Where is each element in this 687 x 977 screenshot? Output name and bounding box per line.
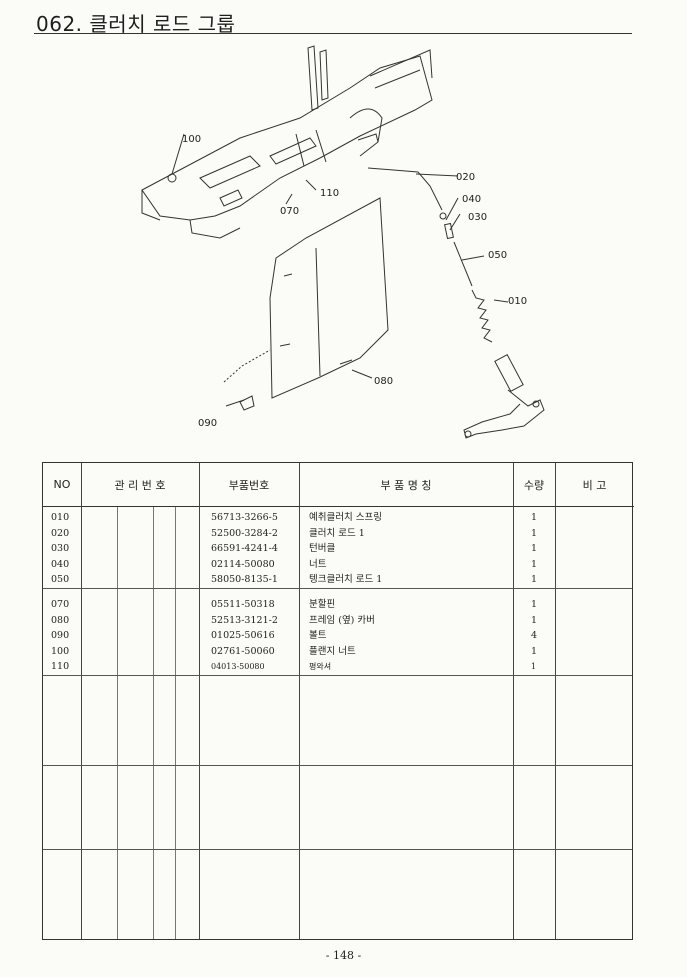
clutch-rod-exploded-view: 100 110 070 020 040 030 050 010 080 090 [141,45,545,439]
row-no: 040 [51,558,70,570]
col-divider [117,507,118,939]
col-divider [81,463,82,939]
row-part-name: 프레임 (옆) 카버 [309,614,375,626]
callout-030: 030 [468,212,487,223]
row-part-no: 04013-50080 [211,662,265,671]
col-divider [175,507,176,939]
group2-no-column: 070 080 090 100 110 [51,597,69,675]
row-no: 070 [51,599,70,610]
row-qty: 1 [531,574,538,585]
row-part-name: 클러치 로드 1 [309,527,365,539]
row-no: 020 [51,527,70,539]
row-part-name: 분할핀 [309,599,336,610]
row-qty: 1 [531,543,538,554]
header-qty: 수량 [513,463,555,507]
group1-part-no-column: 56713-3266-5 52500-3284-2 66591-4241-4 0… [211,510,278,588]
row-divider [43,675,632,676]
group1-qty-column: 1 1 1 1 1 [531,510,537,588]
row-part-no: 52500-3284-2 [211,527,278,539]
parts-table: NO 관 리 번 호 부품번호 부 품 명 칭 수량 비 고 010 020 0… [42,462,634,940]
row-part-name: 텡크클러치 로드 1 [309,574,383,585]
row-part-no: 56713-3266-5 [211,512,278,523]
row-divider [43,849,632,850]
title-rule [34,33,632,34]
header-part-name: 부 품 명 칭 [299,463,513,507]
row-no: 100 [51,645,70,657]
row-part-no: 02114-50080 [211,558,275,570]
callout-040: 040 [462,194,481,205]
row-part-name: 평와셔 [309,662,332,671]
parts-diagram: 100 110 070 020 040 030 050 010 080 090 [120,38,560,448]
row-part-name: 턴버클 [309,543,336,554]
col-divider [299,463,300,939]
row-part-name: 예취클러치 스프링 [309,512,382,523]
row-part-no: 52513-3121-2 [211,614,278,626]
row-qty: 1 [531,645,538,657]
row-no: 090 [51,630,70,641]
callout-050: 050 [488,250,507,261]
page-title: 062. 클러치 로드 그룹 [36,12,236,36]
row-part-no: 02761-50060 [211,645,275,657]
group2-part-no-column: 05511-50318 52513-3121-2 01025-50616 027… [211,597,278,675]
row-qty: 1 [531,614,538,626]
group1-part-name-column: 예취클러치 스프링 클러치 로드 1 턴버클 너트 텡크클러치 로드 1 [309,510,382,588]
row-divider [43,588,632,589]
callout-010: 010 [508,296,527,307]
row-part-name: 플랜지 너트 [309,645,356,657]
row-part-no: 58050-8135-1 [211,574,278,585]
col-divider [513,463,514,939]
col-divider [153,507,154,939]
row-no: 050 [51,574,70,585]
header-remarks: 비 고 [555,463,634,507]
row-qty: 1 [531,599,538,610]
callout-110: 110 [320,188,339,199]
row-part-no: 01025-50616 [211,630,275,641]
row-qty: 1 [531,662,537,671]
callout-100: 100 [182,134,201,145]
row-part-no: 66591-4241-4 [211,543,278,554]
header-part-no: 부품번호 [199,463,299,507]
row-part-name: 너트 [309,558,327,570]
row-no: 010 [51,512,70,523]
header-management-no: 관 리 번 호 [81,463,199,507]
callout-090: 090 [198,418,217,429]
header-no: NO [43,463,81,507]
row-no: 030 [51,543,70,554]
row-no: 080 [51,614,70,626]
row-part-name: 볼트 [309,630,327,641]
row-qty: 4 [531,630,538,641]
row-qty: 1 [531,512,538,523]
group2-part-name-column: 분할핀 프레임 (옆) 카버 볼트 플랜지 너트 평와셔 [309,597,375,675]
row-divider [43,765,632,766]
callout-020: 020 [456,172,475,183]
row-part-no: 05511-50318 [211,599,275,610]
row-qty: 1 [531,527,538,539]
group1-no-column: 010 020 030 040 050 [51,510,69,588]
col-divider [555,463,556,939]
callout-080: 080 [374,376,393,387]
col-divider [199,463,200,939]
group2-qty-column: 1 1 4 1 1 [531,597,537,675]
row-qty: 1 [531,558,538,570]
page-number: - 148 - [325,949,362,962]
row-no: 110 [51,661,70,672]
callout-070: 070 [280,206,299,217]
